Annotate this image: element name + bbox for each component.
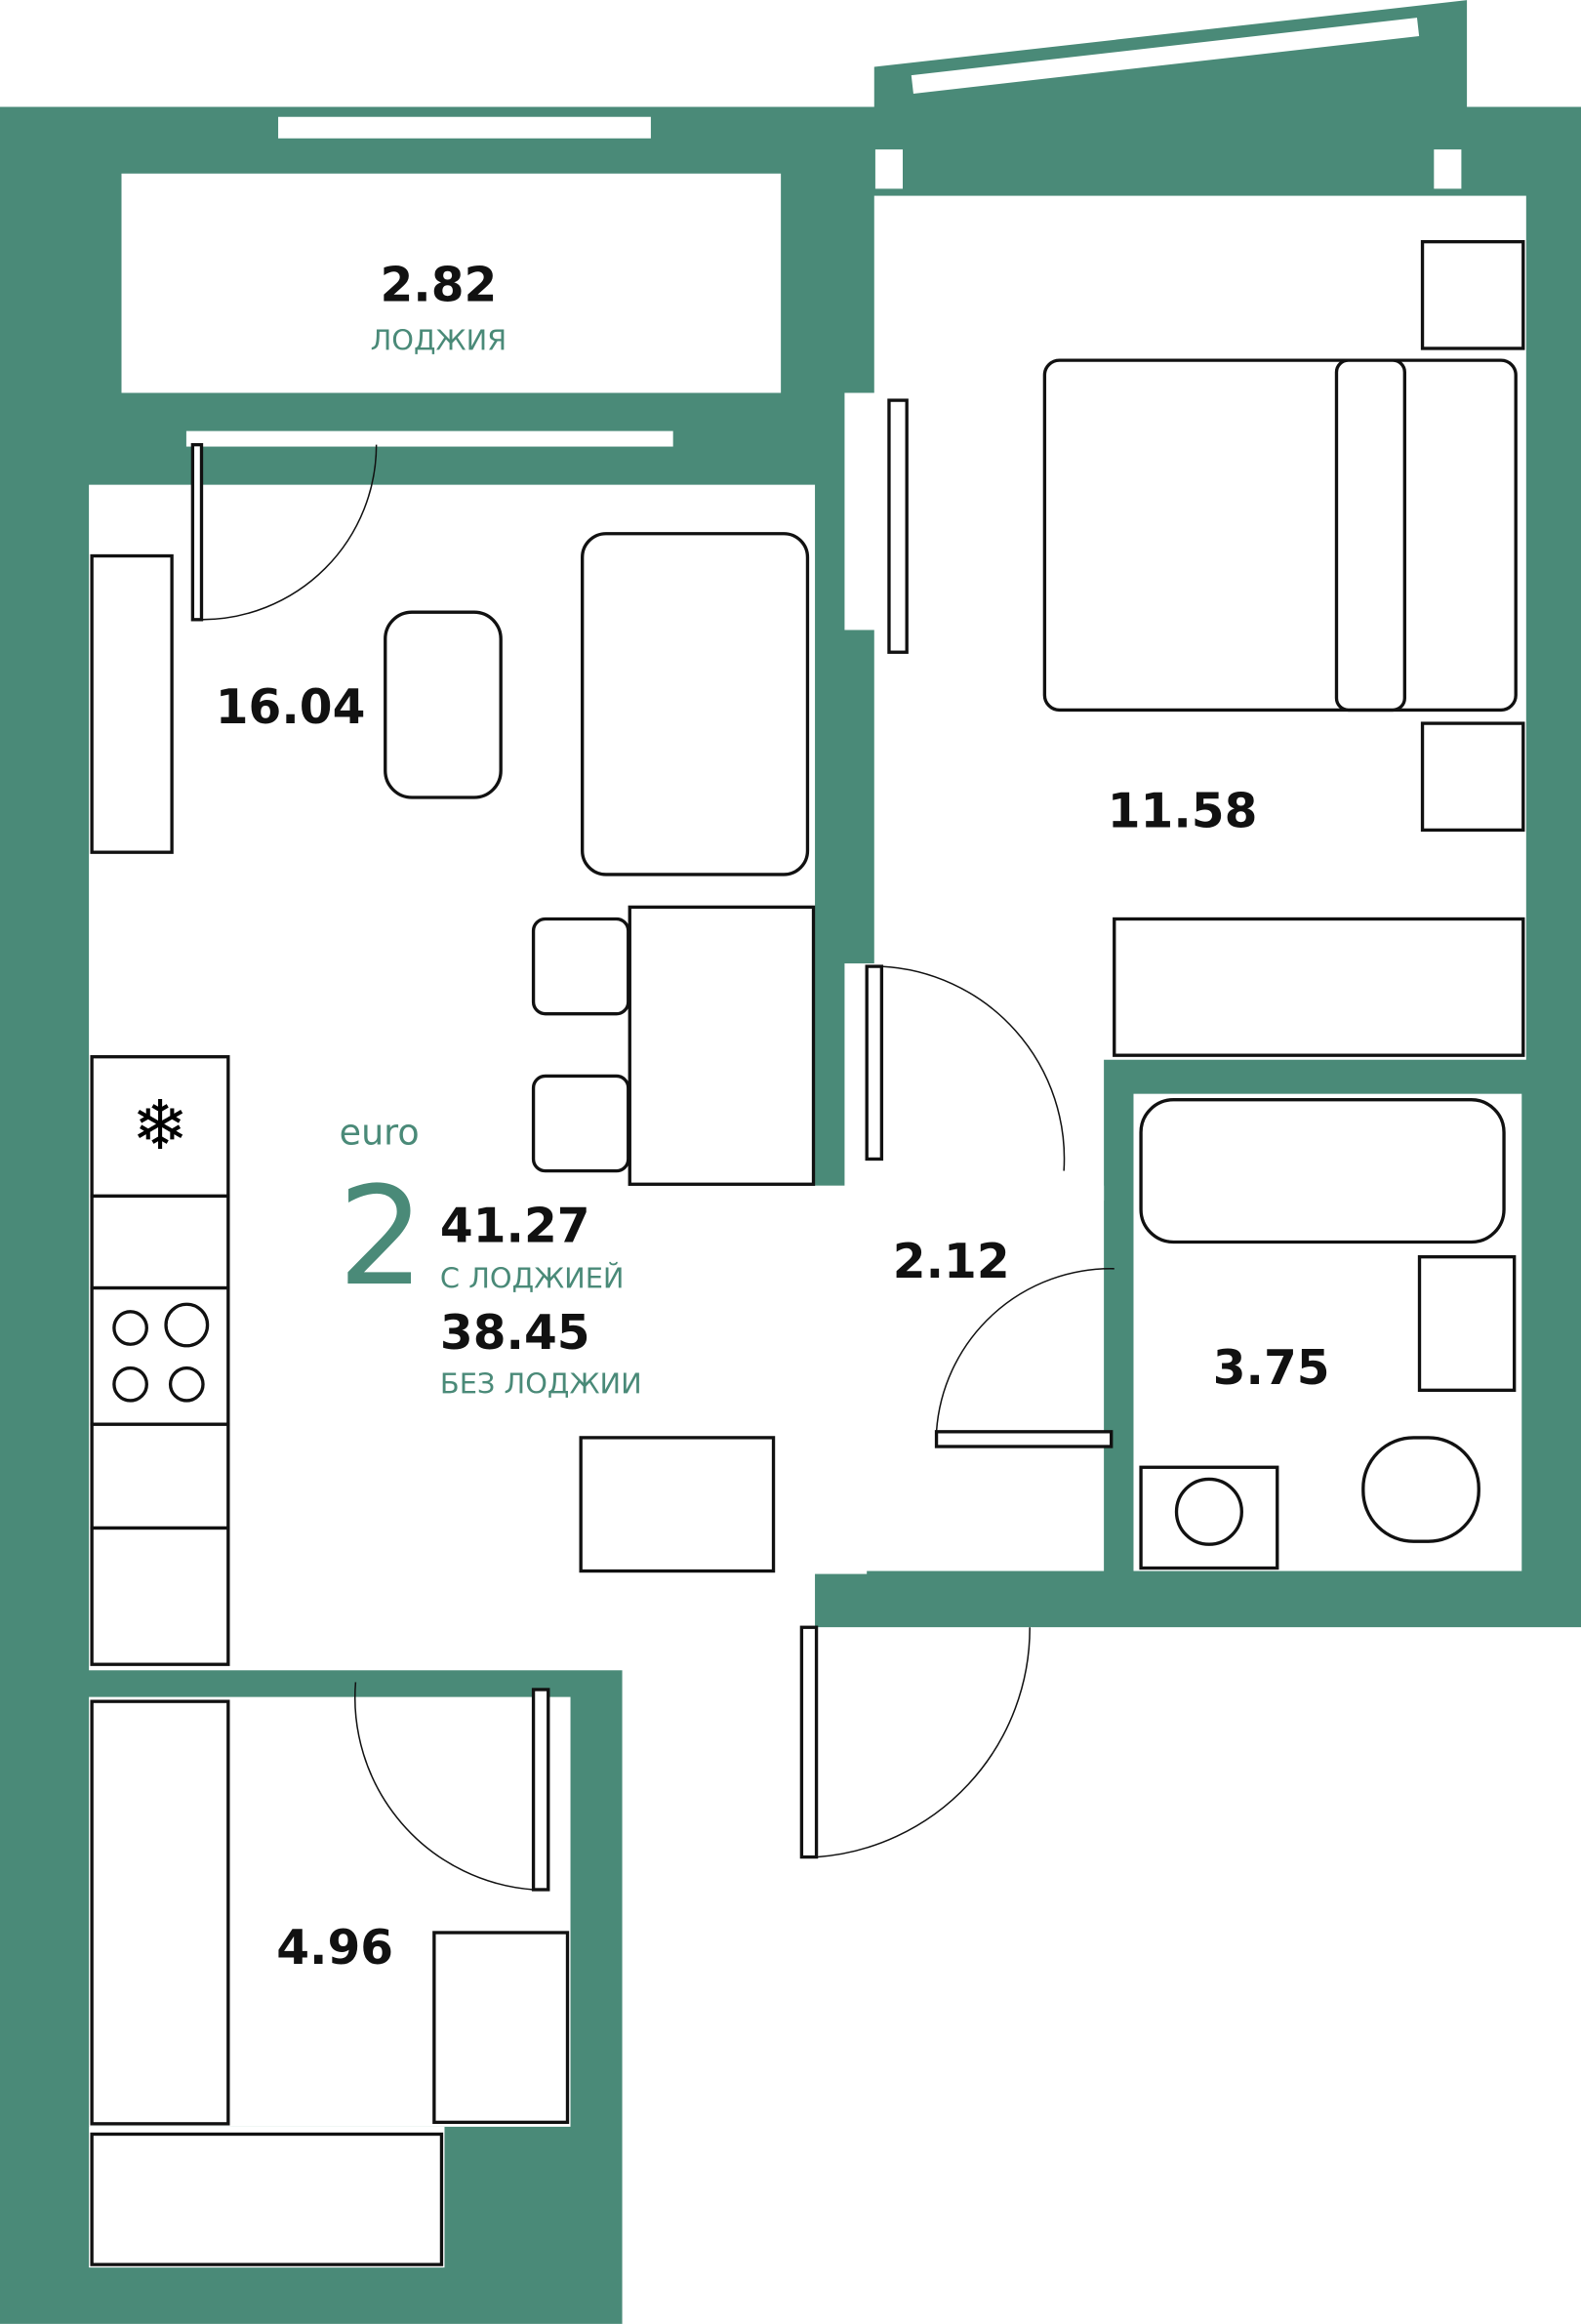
with-loggia-label: С ЛОДЖИЕЙ [440,1262,625,1295]
sofa [581,532,810,877]
without-loggia-label: БЕЗ ЛОДЖИИ [440,1366,642,1400]
shoe-cabinet [432,1931,570,2125]
counter [90,1194,230,1290]
entry-area: 4.96 [276,1921,393,1976]
bathroom-area: 3.75 [1213,1341,1330,1396]
nightstand [1420,721,1525,833]
nightstand [1420,239,1525,350]
area-with-loggia: 41.27 [440,1199,590,1253]
bedroom-area: 11.58 [1108,784,1258,838]
desk [887,398,909,654]
snowflake-icon: ❄ [132,1089,189,1164]
living-area: 16.04 [216,680,366,735]
radiator-cabinet [579,1436,776,1573]
area-without-loggia: 38.45 [440,1306,590,1361]
cabinet [90,1526,230,1666]
wardrobe [90,1699,230,2126]
tv-unit [90,553,174,854]
sink-counter [90,1422,230,1530]
toilet [1361,1436,1480,1543]
stove [90,1285,230,1426]
apartment-type: euro [340,1111,420,1153]
labels: 2.82 ЛОДЖИЯ 16.04 11.58 2.12 3.75 4.96 e… [216,258,1330,1976]
chair [531,917,630,1016]
doors [190,442,1115,1892]
wardrobe [90,2132,444,2266]
wardrobe [1113,917,1525,1057]
chair [531,1074,630,1173]
hall-area: 2.12 [893,1235,1010,1289]
furniture: ❄ [90,239,1525,2266]
washbasin [1417,1254,1517,1392]
room-count: 2 [338,1157,425,1316]
loggia-area: 2.82 [380,258,497,312]
washing-machine [1139,1465,1279,1570]
dining-table [628,905,816,1186]
coffee-table [384,610,503,799]
bathtub [1139,1098,1506,1244]
loggia-label: ЛОДЖИЯ [371,323,507,356]
windows [183,15,1464,449]
bed [1042,358,1518,713]
